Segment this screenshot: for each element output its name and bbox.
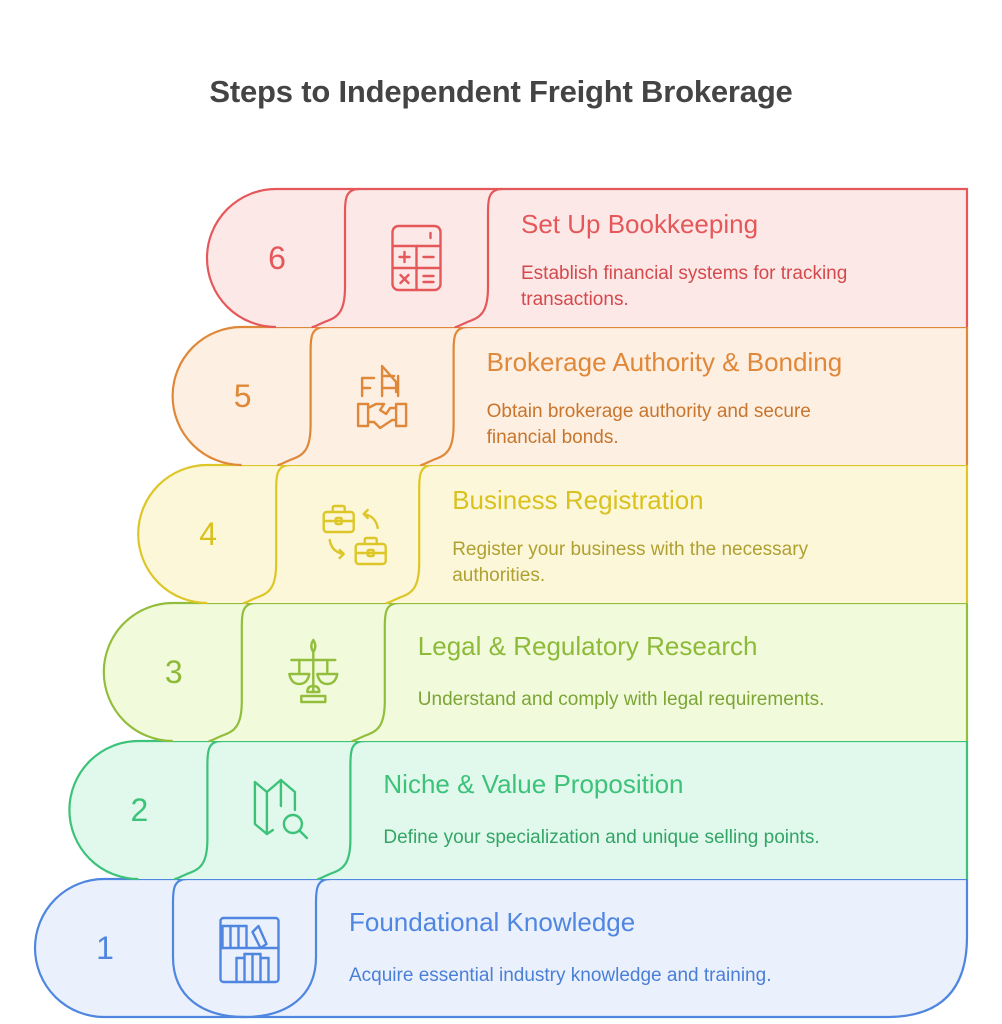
step-heading: Business Registration	[452, 485, 703, 515]
tab-left-edge	[171, 877, 246, 1019]
step-heading: Legal & Regulatory Research	[418, 631, 758, 661]
step-description: Understand and comply with legal require…	[418, 689, 825, 710]
step-description: Obtain brokerage authority and secure	[487, 401, 811, 422]
number-pill	[172, 327, 331, 465]
step-heading: Niche & Value Proposition	[383, 769, 683, 799]
number-pill	[207, 189, 365, 327]
step-number: 1	[96, 930, 114, 966]
tab-right-edge	[454, 187, 504, 329]
step-number: 3	[165, 654, 183, 690]
row-body	[241, 603, 968, 741]
tab-left-edge	[242, 463, 292, 605]
step-description: Register your business with the necessar…	[452, 539, 808, 560]
tab-left-edge	[208, 601, 257, 743]
bookshelf-icon	[219, 916, 280, 984]
step-description: authorities.	[452, 565, 545, 586]
calculator-icon	[391, 224, 442, 292]
step-number: 4	[199, 516, 217, 552]
tab-right-edge	[243, 877, 332, 1019]
row-body	[173, 879, 967, 1017]
step-description: Define your specialization and unique se…	[383, 827, 819, 848]
tab-left-edge	[277, 325, 326, 467]
number-pill	[35, 879, 193, 1017]
tab-right-edge	[420, 325, 469, 467]
step-description: Establish financial systems for tracking	[521, 263, 847, 284]
building-handshake-icon	[356, 364, 408, 430]
step-description: financial bonds.	[487, 427, 619, 448]
row-body	[345, 189, 967, 327]
number-pill	[103, 603, 262, 741]
number-pill	[138, 465, 297, 603]
scales-icon	[288, 638, 339, 704]
tab-right-edge	[316, 739, 366, 881]
row-body	[207, 741, 967, 879]
diagram-title: Steps to Independent Freight Brokerage	[209, 74, 793, 109]
step-heading: Foundational Knowledge	[349, 907, 635, 937]
step-description: Acquire essential industry knowledge and…	[349, 965, 771, 986]
step-number: 6	[268, 240, 286, 276]
tab-right-edge	[351, 601, 400, 743]
tab-left-edge	[173, 739, 223, 881]
step-heading: Set Up Bookkeeping	[521, 209, 758, 239]
row-body	[276, 465, 967, 603]
briefcase-exchange-icon	[322, 504, 387, 566]
map-search-icon	[253, 778, 309, 840]
tab-right-edge	[385, 463, 435, 605]
row-body	[310, 327, 968, 465]
tab-left-edge	[311, 187, 361, 329]
step-number: 5	[234, 378, 252, 414]
step-heading: Brokerage Authority & Bonding	[487, 347, 843, 377]
step-description: transactions.	[521, 289, 629, 310]
number-pill	[69, 741, 228, 879]
row-outline	[33, 877, 969, 1019]
step-number: 2	[131, 792, 149, 828]
